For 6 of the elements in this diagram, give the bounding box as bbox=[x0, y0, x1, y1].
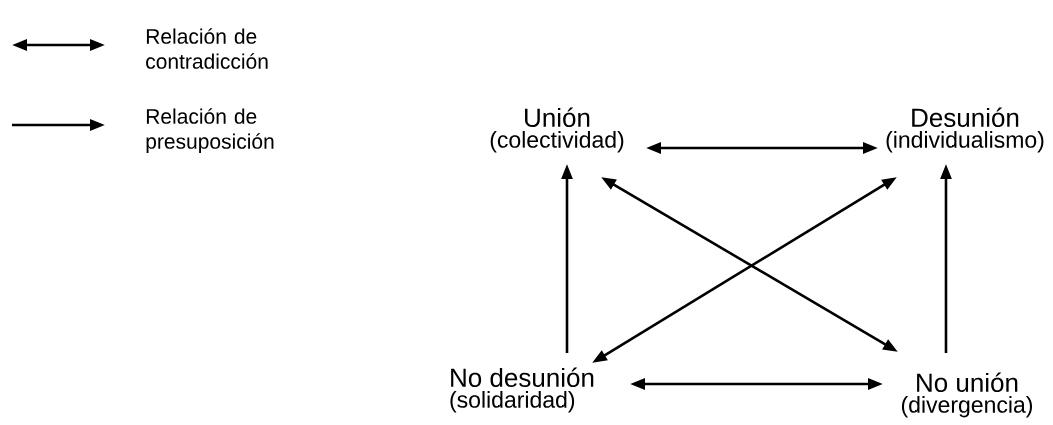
legend-label: Relación de presuposición bbox=[146, 108, 274, 153]
term-label: Unión (colectividad) bbox=[490, 107, 624, 153]
term-label: No desunión (solidaridad) bbox=[450, 367, 594, 413]
term-label: No unión (divergencia) bbox=[901, 372, 1032, 418]
term-label: Desunión (individualismo) bbox=[886, 107, 1044, 153]
legend-label: Relación de contradicción bbox=[146, 28, 268, 69]
